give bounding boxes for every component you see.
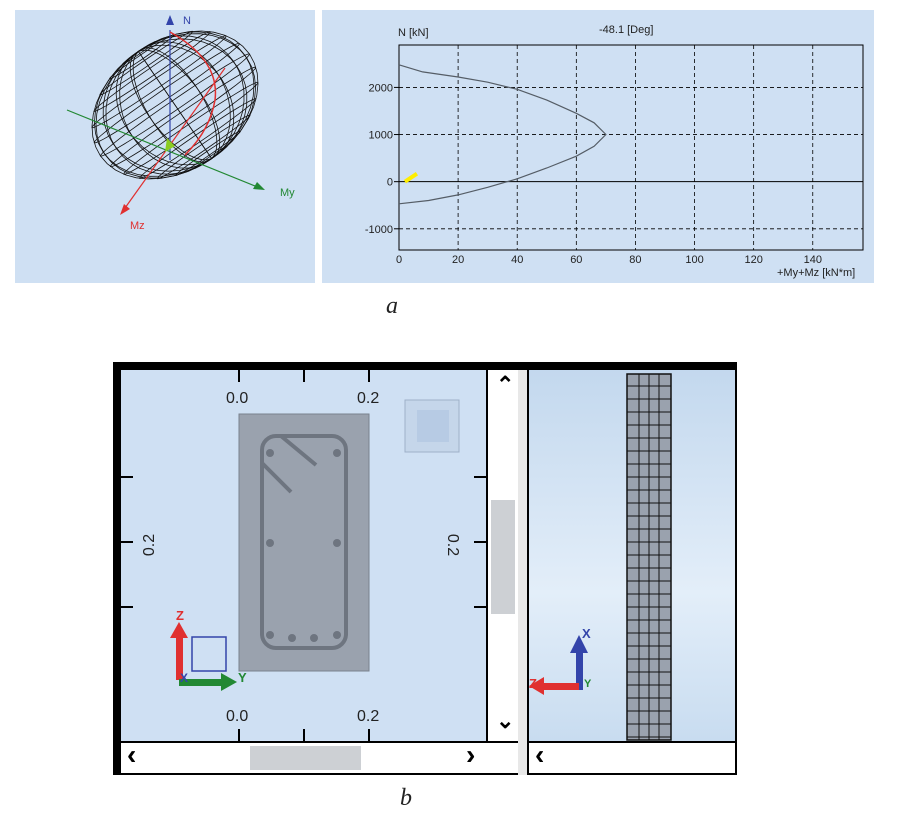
axis-mz-line (124, 67, 226, 209)
mesh-meridian (138, 31, 255, 159)
axis-z-shaft-elev (539, 683, 579, 690)
x-tick-label: 80 (629, 254, 641, 266)
axis-n-arrow (166, 15, 174, 25)
x-tick-label: 20 (452, 254, 464, 266)
load-point-3d (165, 138, 175, 152)
y-tick-label: -1000 (365, 224, 393, 236)
y-tick-label: 2000 (369, 82, 393, 94)
chart-xlabel: +My+Mz [kN*m] (777, 267, 856, 279)
axis-z-shaft (176, 635, 183, 680)
scroll-right-button[interactable]: › (466, 739, 476, 770)
stirrup-hook-2 (260, 461, 293, 494)
axis-my-line (66, 109, 261, 189)
elevation-view-panel[interactable]: X Z Y (529, 370, 735, 741)
mesh-meridian (137, 51, 213, 159)
mesh-meridian (93, 51, 212, 177)
vertical-scroll-thumb[interactable] (491, 500, 515, 614)
axis-y-arrow (221, 673, 237, 691)
elev-axis-z-label: Z (529, 676, 537, 691)
mesh-meridian (115, 51, 212, 166)
interaction-curve (398, 64, 607, 205)
section-view-panel[interactable]: 0.0 0.2 0.0 0.2 0.2 0.2 Z Y X (121, 370, 486, 741)
mesh-meridian (138, 44, 235, 159)
load-point-marker (403, 172, 419, 184)
ruler-bottom-0: 0.0 (226, 708, 249, 725)
axis-n-label: N (183, 15, 191, 27)
x-tick-label: 120 (744, 254, 762, 266)
axis-x-shaft-elev (576, 650, 583, 690)
axis-x-label: X (180, 671, 189, 685)
axis-z-label: Z (176, 608, 184, 623)
horizontal-scrollbar[interactable]: ‹ › (121, 739, 518, 773)
x-tick-label: 0 (396, 254, 402, 266)
elevation-view-canvas (529, 373, 672, 741)
ruler-ticks (121, 370, 486, 741)
view-3d-panel[interactable]: N My Mz (15, 10, 315, 283)
navigation-square-inner (417, 410, 449, 442)
axis-mz-label: Mz (130, 220, 145, 232)
mesh-meridian (105, 51, 212, 175)
plot-area (398, 44, 864, 251)
axis-x-arrow-elev (570, 635, 588, 653)
stirrup-hook-1 (279, 434, 318, 467)
mesh-meridian (138, 35, 245, 159)
y-tick-label: 0 (387, 177, 393, 189)
scroll-corner (518, 370, 527, 775)
axis-mz-arrow (120, 204, 130, 215)
mesh-meridian (102, 51, 212, 172)
ruler-top-02: 0.2 (357, 390, 380, 407)
ruler-bottom-02: 0.2 (357, 708, 380, 725)
elevation-scroll-left-button[interactable]: ‹ (535, 739, 545, 770)
mesh-meridian (119, 51, 212, 169)
ruler-top-0: 0.0 (226, 390, 249, 407)
x-tick-label: 40 (511, 254, 523, 266)
axis-y-label: Y (238, 670, 247, 685)
vertical-scrollbar[interactable]: ⌃ ⌄ (488, 370, 518, 741)
scroll-left-button[interactable]: ‹ (127, 739, 137, 770)
x-tick-label: 100 (685, 254, 703, 266)
axis-my-arrow (253, 182, 265, 190)
axis-origin-box (191, 636, 227, 672)
section-curve-3d (169, 31, 217, 156)
rebars (266, 449, 341, 642)
column-mesh[interactable] (626, 373, 672, 741)
y-tick-label: 1000 (369, 130, 393, 142)
mesh-meridian (138, 38, 248, 159)
mesh-meridian (129, 51, 212, 161)
caption-b: b (400, 785, 412, 811)
interaction-surface-3d (66, 15, 265, 215)
ruler-left-02: 0.2 (141, 533, 159, 557)
elevation-horizontal-scrollbar[interactable]: ‹ (529, 739, 735, 773)
x-tick-label: 140 (804, 254, 822, 266)
elev-axis-x-label: X (582, 626, 591, 641)
section-view-canvas (121, 370, 486, 741)
scroll-down-button[interactable]: ⌄ (496, 708, 515, 733)
horizontal-scroll-thumb[interactable] (250, 746, 361, 770)
elev-axis-y-label: Y (584, 678, 592, 690)
chart-ylabel: N [kN] (398, 27, 429, 39)
scroll-up-button[interactable]: ⌃ (496, 372, 515, 397)
ruler-right-02: 0.2 (444, 533, 462, 557)
chart-title: -48.1 [Deg] (599, 24, 654, 36)
axis-z-arrow-elev (529, 677, 544, 695)
stirrup (260, 434, 348, 650)
axis-y-shaft (179, 679, 224, 686)
caption-a: a (386, 293, 398, 319)
interaction-diagram-chart: 0 20 40 60 80 100 120 140 2000 1000 0 -1000 (365, 44, 864, 266)
mesh-meridian (138, 41, 231, 159)
axis-z-arrow (170, 622, 188, 638)
interaction-surface-mesh (91, 30, 259, 180)
x-tick-label: 60 (570, 254, 582, 266)
mesh-meridian (138, 47, 218, 159)
axis-my-label: My (280, 187, 295, 199)
